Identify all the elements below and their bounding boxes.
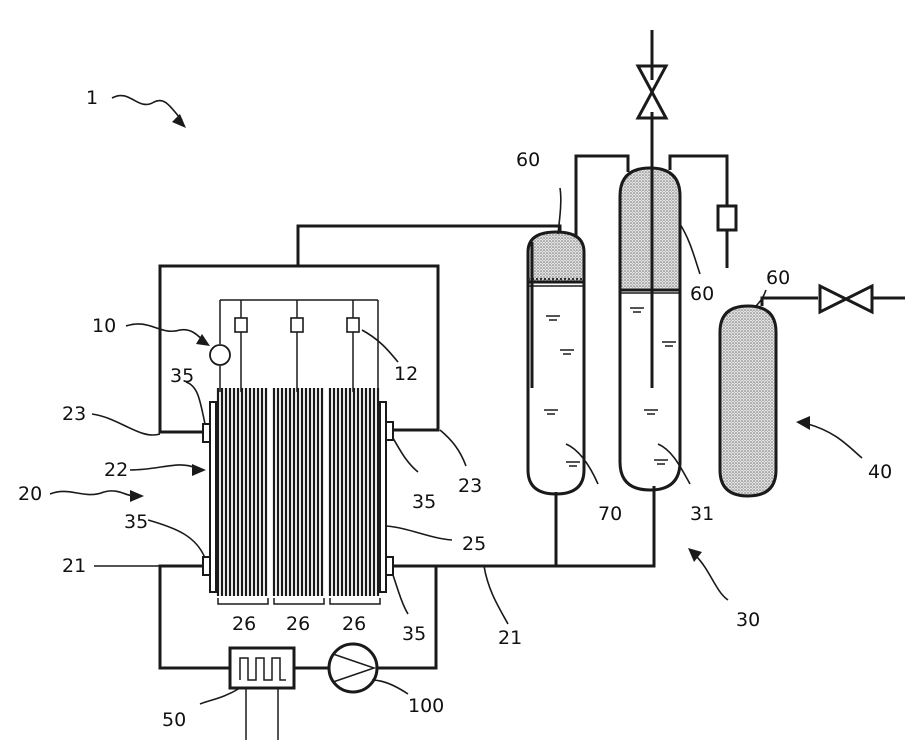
label-23-left: 23 — [62, 403, 86, 425]
port-35-bottom-left — [203, 557, 210, 575]
label-26-c: 26 — [342, 613, 366, 635]
port-35-top-right — [386, 422, 393, 440]
gauge-icon — [210, 345, 230, 365]
label-100: 100 — [408, 695, 444, 717]
label-35-a: 35 — [170, 365, 194, 387]
label-12: 12 — [394, 363, 418, 385]
label-31: 31 — [690, 503, 714, 525]
label-26-b: 26 — [286, 613, 310, 635]
label-10: 10 — [92, 315, 116, 337]
sensor-box-3 — [347, 318, 359, 332]
label-70: 70 — [598, 503, 622, 525]
sensor-box-2 — [291, 318, 303, 332]
label-23-right: 23 — [458, 475, 482, 497]
restrictor-icon — [718, 206, 736, 230]
label-35-c: 35 — [124, 511, 148, 533]
right-valve-icon — [820, 286, 872, 312]
label-30: 30 — [736, 609, 760, 631]
separator-tank-2 — [620, 168, 680, 490]
label-20: 20 — [18, 483, 42, 505]
label-22: 22 — [104, 459, 128, 481]
heater-50 — [230, 648, 294, 740]
liquid-level-marks — [544, 316, 580, 466]
label-21-right: 21 — [498, 627, 522, 649]
stack-plates — [218, 388, 378, 596]
label-21-left: 21 — [62, 555, 86, 577]
label-35-b: 35 — [412, 491, 436, 513]
pump-100-icon — [329, 644, 377, 692]
label-50: 50 — [162, 709, 186, 731]
label-25: 25 — [462, 533, 486, 555]
electrolysis-stack — [203, 300, 393, 604]
label-40: 40 — [868, 461, 892, 483]
label-60-a: 60 — [516, 149, 540, 171]
separator-tank-1 — [528, 232, 584, 494]
port-35-bottom-right — [386, 557, 393, 575]
label-26-a: 26 — [232, 613, 256, 635]
port-35-top-left — [203, 424, 210, 442]
label-1: 1 — [86, 87, 98, 109]
label-60-b: 60 — [690, 283, 714, 305]
sensor-box-1 — [235, 318, 247, 332]
label-35-d: 35 — [402, 623, 426, 645]
label-60-c: 60 — [766, 267, 790, 289]
